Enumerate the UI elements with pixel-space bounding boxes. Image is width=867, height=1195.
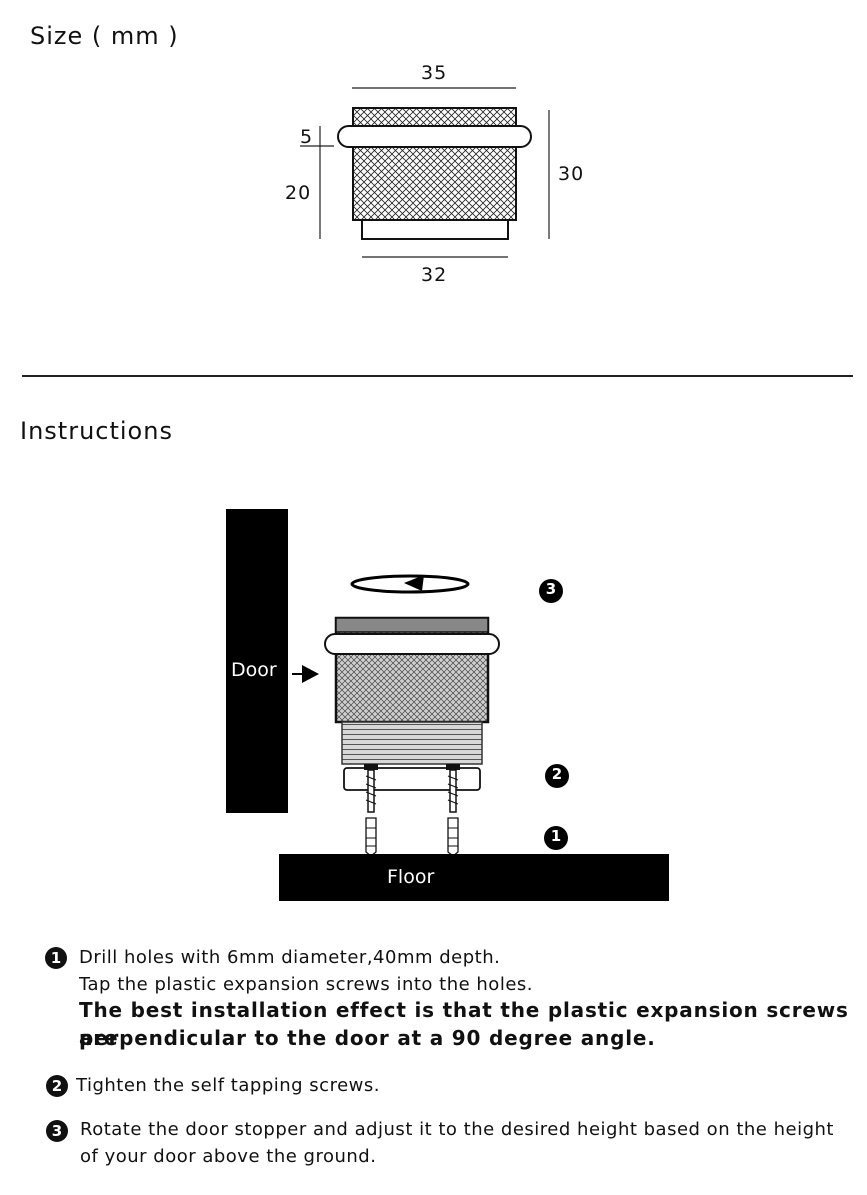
diagram-marker-2: 2 <box>551 765 563 783</box>
diagram-marker-1-circle <box>544 826 568 850</box>
step-3-badge: 3 <box>46 1120 68 1142</box>
floor-label: Floor <box>387 866 435 888</box>
dim-label-top-width: 35 <box>421 62 448 84</box>
step-1-line1: Drill holes with 6mm diameter,40mm depth… <box>79 947 501 968</box>
rotation-ellipse <box>350 574 470 594</box>
step-2-line1: Tighten the self tapping screws. <box>76 1075 380 1096</box>
size-title: Size ( mm ) <box>30 22 179 50</box>
diagram-marker-1: 1 <box>550 827 562 845</box>
step-3-line1: Rotate the door stopper and adjust it to… <box>80 1119 834 1140</box>
screw-left-shaft <box>367 769 375 813</box>
install-diagram <box>226 509 669 901</box>
step-2-badge: 2 <box>46 1075 68 1097</box>
plug-left <box>365 817 377 857</box>
plug-left-ribs <box>366 827 376 847</box>
diagram-marker-3: 3 <box>545 580 557 598</box>
door-label: Door <box>231 659 277 681</box>
base-plate <box>343 767 481 791</box>
dim-label-body: 20 <box>285 182 312 204</box>
step-3-line2: of your door above the ground. <box>80 1146 377 1167</box>
diagram-marker-3-circle <box>539 579 563 603</box>
floor-slab <box>279 854 669 901</box>
step-2: 2 <box>46 1075 68 1097</box>
screw-left-head <box>364 764 378 770</box>
section-divider <box>22 375 853 377</box>
dim-label-ring: 5 <box>300 126 314 148</box>
diagram-marker-2-circle <box>545 764 569 788</box>
screw-left-thread <box>365 775 377 805</box>
rubber-ring <box>337 125 532 148</box>
step-1: 1 <box>45 947 67 969</box>
cap-top-band <box>335 617 489 633</box>
door-arrow-head <box>302 665 319 683</box>
screw-right-thread <box>447 775 459 805</box>
step-1-note-line2: perpendicular to the door at a 90 degree… <box>79 1026 656 1050</box>
dim-label-total: 30 <box>558 163 585 185</box>
screw-right-shaft <box>449 769 457 813</box>
step-3: 3 <box>46 1120 68 1142</box>
stopper-base <box>361 219 509 240</box>
step-1-badge: 1 <box>45 947 67 969</box>
dim-label-base-width: 32 <box>421 264 448 286</box>
step-1-line2: Tap the plastic expansion screws into th… <box>79 974 533 995</box>
size-drawing <box>300 87 550 258</box>
door-panel <box>226 509 288 813</box>
plug-right <box>447 817 459 857</box>
knurled-body <box>352 107 517 221</box>
threaded-shaft <box>341 721 483 765</box>
plug-right-ribs <box>448 827 458 847</box>
instructions-title: Instructions <box>20 417 173 445</box>
step-1-note-line1: The best installation effect is that the… <box>79 998 849 1050</box>
screw-right-head <box>446 764 460 770</box>
rotation-arrow-head <box>404 575 424 591</box>
cap-rubber-ring <box>324 633 500 655</box>
